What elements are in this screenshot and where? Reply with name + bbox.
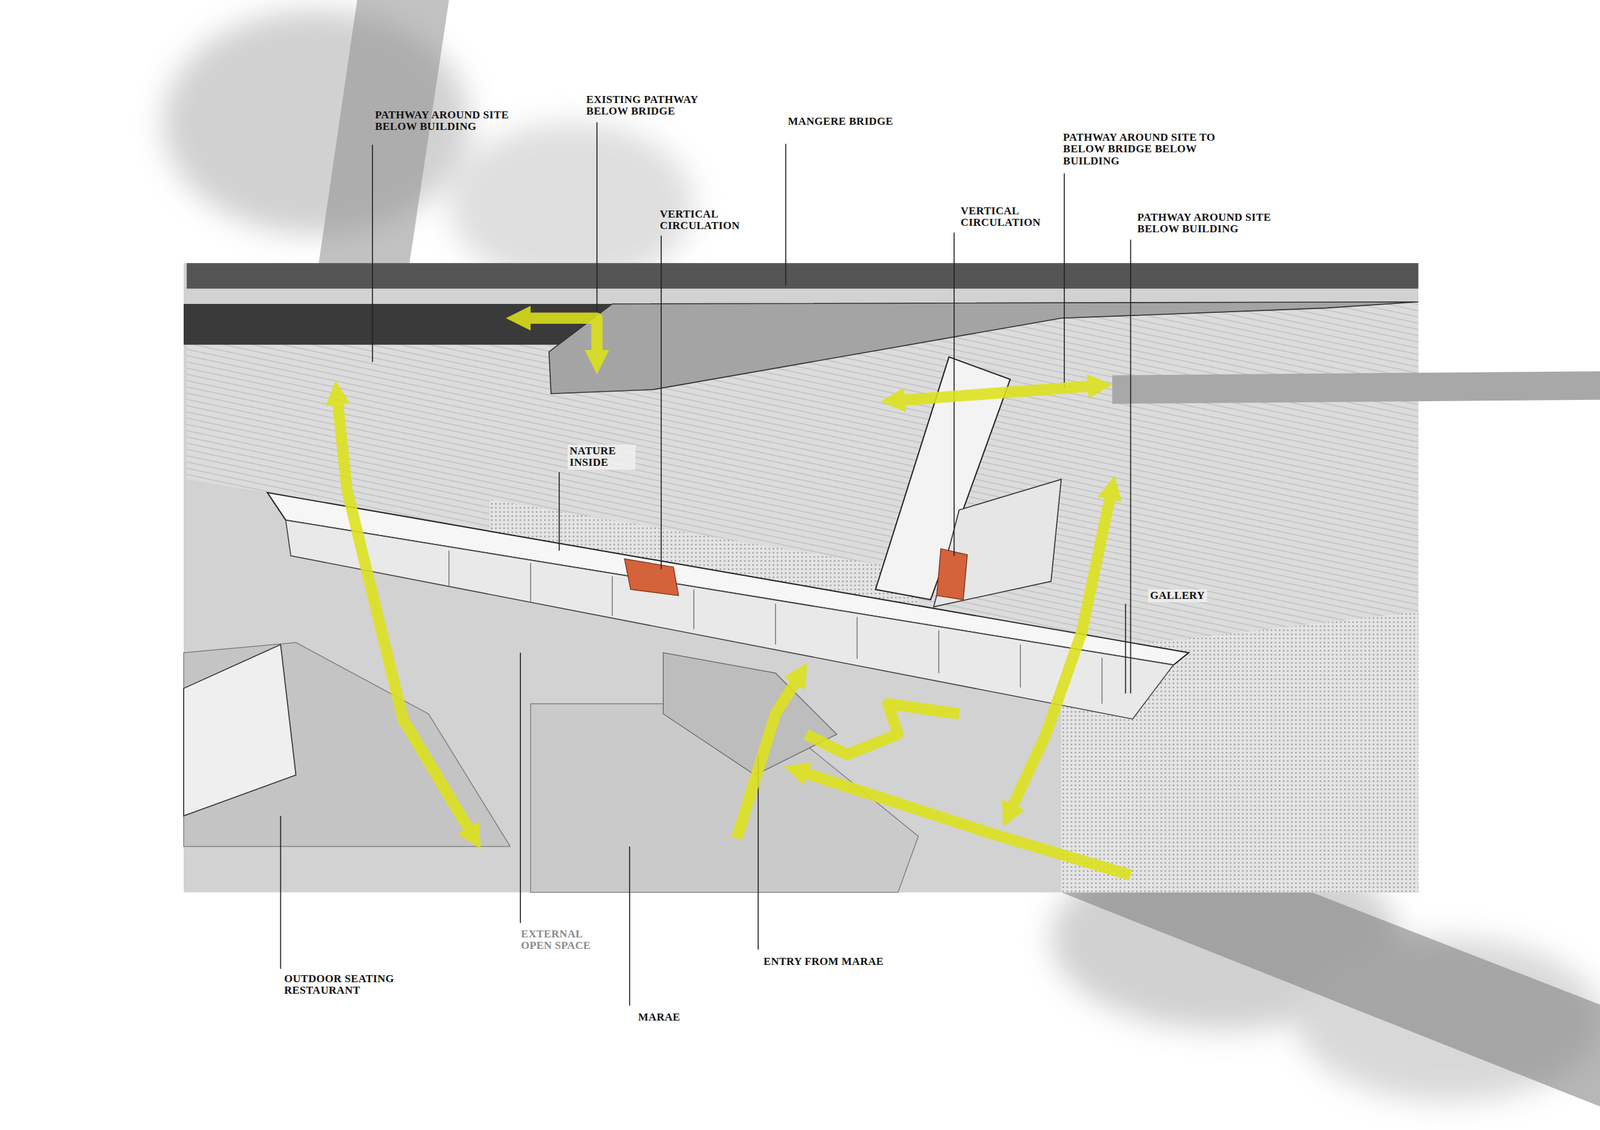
leader-line	[280, 122, 1131, 1006]
annotation-label: GALLERY	[1148, 589, 1208, 603]
annotation-label: MARAE	[636, 1011, 683, 1024]
circulation-arrow	[336, 318, 1131, 875]
bridge	[186, 263, 1419, 289]
building-core	[933, 479, 1062, 607]
stair	[936, 548, 968, 600]
annotation-label: VERTICAL CIRCULATION	[657, 208, 758, 233]
restaurant	[183, 644, 296, 816]
stair	[624, 558, 680, 596]
site-ground	[183, 263, 1419, 893]
annotation-label: PATHWAY AROUND SITE BELOW BUILDING	[373, 108, 531, 134]
building-facade	[285, 520, 1174, 720]
annotation-label: PATHWAY AROUND SITE BELOW BUILDING	[1135, 211, 1293, 237]
annotation-label: EXTERNAL OPEN SPACE	[519, 928, 603, 953]
pathway-band	[1112, 371, 1600, 404]
annotation-label: EXISTING PATHWAY BELOW BRIDGE	[584, 93, 733, 119]
annotation-label: MANGERE BRIDGE	[785, 115, 895, 128]
annotation-label: NATURE INSIDE	[567, 444, 636, 470]
annotation-label: OUTDOOR SEATING RESTAURANT	[282, 972, 411, 998]
entry-ramp	[663, 652, 837, 776]
road	[183, 304, 613, 345]
annotation-label: PATHWAY AROUND SITE TO BELOW BRIDGE BELO…	[1061, 131, 1225, 168]
facade-windows	[449, 551, 1103, 704]
annotation-label: ENTRY FROM MARAE	[761, 955, 886, 969]
annotation-label: VERTICAL CIRCULATION	[958, 204, 1059, 230]
